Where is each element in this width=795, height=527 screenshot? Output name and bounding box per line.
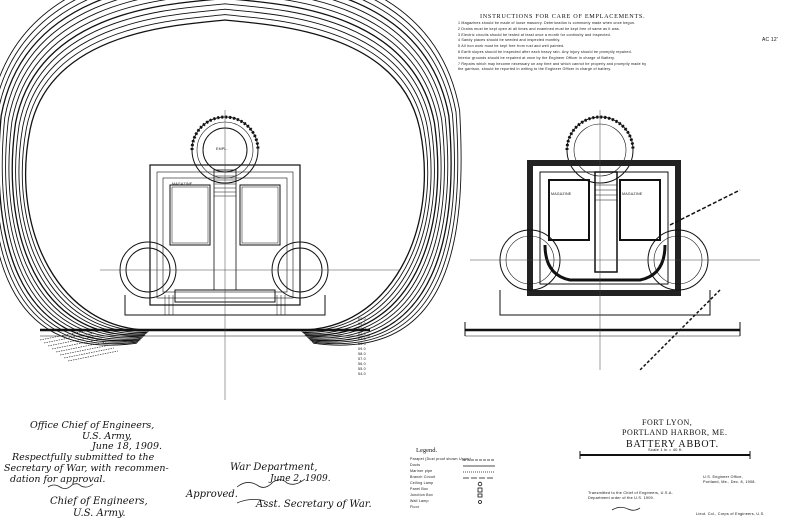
right-magazine-label-2: MAGAZINE <box>622 192 643 196</box>
left-axis-lines <box>100 110 400 400</box>
contour-line <box>0 0 452 342</box>
contour-label: 63.0 <box>358 327 366 331</box>
war-dept-date: June 2, 1909. <box>270 474 331 484</box>
legend-item: Wall Lamp <box>410 499 429 503</box>
contour-label: 57.0 <box>358 357 366 361</box>
contour-label: 55.0 <box>358 367 366 371</box>
office-transmit1: Transmitted to the Chief of Engineers, U… <box>588 491 673 495</box>
instruction-line: 6 Earth slopes should be inspected after… <box>458 50 633 54</box>
instruction-line: 3 Electric circuits should be tested at … <box>458 32 612 37</box>
corner-mark: AC 12' <box>762 37 779 43</box>
contour-label: 65.0 <box>358 317 366 321</box>
slope-hatch <box>43 332 95 344</box>
chief-line3: Respectfully submitted to the <box>12 452 155 463</box>
contour-line <box>1 0 449 340</box>
earthwork-contours <box>0 0 462 362</box>
legend-item: Ducts <box>410 463 421 467</box>
emplacement-label: EMPL. <box>216 147 228 151</box>
title-fort: FORT LYON, <box>642 418 693 427</box>
title-scale: Scale 1 in = 40 ft. <box>648 447 683 452</box>
office-line1: U.S. Engineer Office, <box>703 475 743 479</box>
contour-label: 59.0 <box>358 347 366 351</box>
office-officer: Lieut. Col., Corps of Engineers, U.S. <box>696 512 765 516</box>
chief-line2: U.S. Army, <box>82 431 132 442</box>
right-main-block <box>527 160 681 296</box>
instruction-line: 4 Sandy places should be seeded and insp… <box>458 38 561 43</box>
contour-label: 60.0 <box>358 342 366 346</box>
slope-hatch <box>63 347 115 359</box>
legend-title: Legend. <box>416 447 438 454</box>
contour-line <box>15 3 435 335</box>
right-magazine-label-1: MAGAZINE <box>551 192 572 196</box>
contour-line <box>18 8 432 333</box>
slope-hatch <box>51 338 103 350</box>
title-battery: BATTERY ABBOT. <box>626 439 719 450</box>
chief-sign-line2: U.S. Army. <box>73 508 126 519</box>
instruction-line: 1 Magazines should be made of loose maso… <box>458 21 636 25</box>
left-magazine-left <box>169 184 211 246</box>
right-magazine-right <box>619 179 661 241</box>
office-line2: Portland, Me., Dec. 8, 1908. <box>703 480 756 484</box>
contour-line <box>0 0 459 345</box>
contour-line <box>0 0 462 346</box>
instruction-line: the garrison, should be reported in writ… <box>458 67 612 72</box>
war-dept-title: Asst. Secretary of War. <box>256 499 372 510</box>
legend-item: Branch Circuit <box>410 475 436 479</box>
legend-symbols <box>463 459 495 504</box>
contour-line <box>5 0 445 339</box>
instructions-title: INSTRUCTIONS FOR CARE OF EMPLACEMENTS. <box>480 13 646 20</box>
instruction-line: Interior grounds should be repaired at o… <box>458 55 616 60</box>
contour-label: 62.0 <box>358 332 366 336</box>
instruction-line: 2 Drains must be kept open at all times … <box>458 26 621 31</box>
contour-label: 58.0 <box>358 352 366 356</box>
contour-line <box>8 0 442 337</box>
contour-line <box>11 0 439 336</box>
slope-hatch <box>47 335 99 347</box>
slope-hatch <box>39 329 91 341</box>
legend-item: Floor <box>410 505 420 509</box>
instruction-line: 7 Repairs which may become necessary on … <box>458 61 647 66</box>
legend-item: Parapet (Dust proof shown Upper) <box>410 457 472 461</box>
contour-label: 54.0 <box>358 372 366 376</box>
right-emplacement-plan <box>464 115 741 371</box>
chief-line4: Secretary of War, with recommen- <box>4 463 169 474</box>
contour-line <box>0 0 455 343</box>
left-magazine-label: MAGAZINE <box>172 182 193 186</box>
war-dept-line1: War Department, <box>230 462 318 473</box>
instruction-line: 5 All iron work must be kept free from r… <box>458 44 565 49</box>
slope-hatch <box>59 344 111 356</box>
legend-item: Panel Box <box>410 487 429 491</box>
scale-bar <box>579 451 751 459</box>
left-magazine-right <box>239 184 281 246</box>
contour-line <box>21 14 429 332</box>
legend-item: Junction Box <box>410 493 433 497</box>
contour-label: 61.0 <box>358 337 366 341</box>
chief-date: June 18, 1909. <box>92 441 163 452</box>
office-transmit2: Department order of the U.S. 1909. <box>588 496 655 500</box>
left-emplacement-plan <box>40 115 370 337</box>
chief-line5: dation for approval. <box>10 474 106 485</box>
right-axis-lines <box>470 110 760 370</box>
right-magazine-left <box>548 179 590 241</box>
chief-sign-line1: Chief of Engineers, <box>50 496 148 507</box>
slope-hatch <box>67 350 119 362</box>
signature-marks <box>47 478 641 511</box>
contour-line <box>25 19 425 331</box>
title-harbor: PORTLAND HARBOR, ME. <box>622 428 728 437</box>
contour-label: 56.0 <box>358 362 366 366</box>
legend-item: Mariner pipe <box>410 469 433 473</box>
war-dept-approved: Approved. <box>186 489 238 500</box>
legend-item: Ceiling Lamp <box>410 481 434 485</box>
slope-hatch <box>55 341 107 353</box>
contour-label: 64.0 <box>358 322 366 326</box>
chief-line1: Office Chief of Engineers, <box>30 420 155 431</box>
